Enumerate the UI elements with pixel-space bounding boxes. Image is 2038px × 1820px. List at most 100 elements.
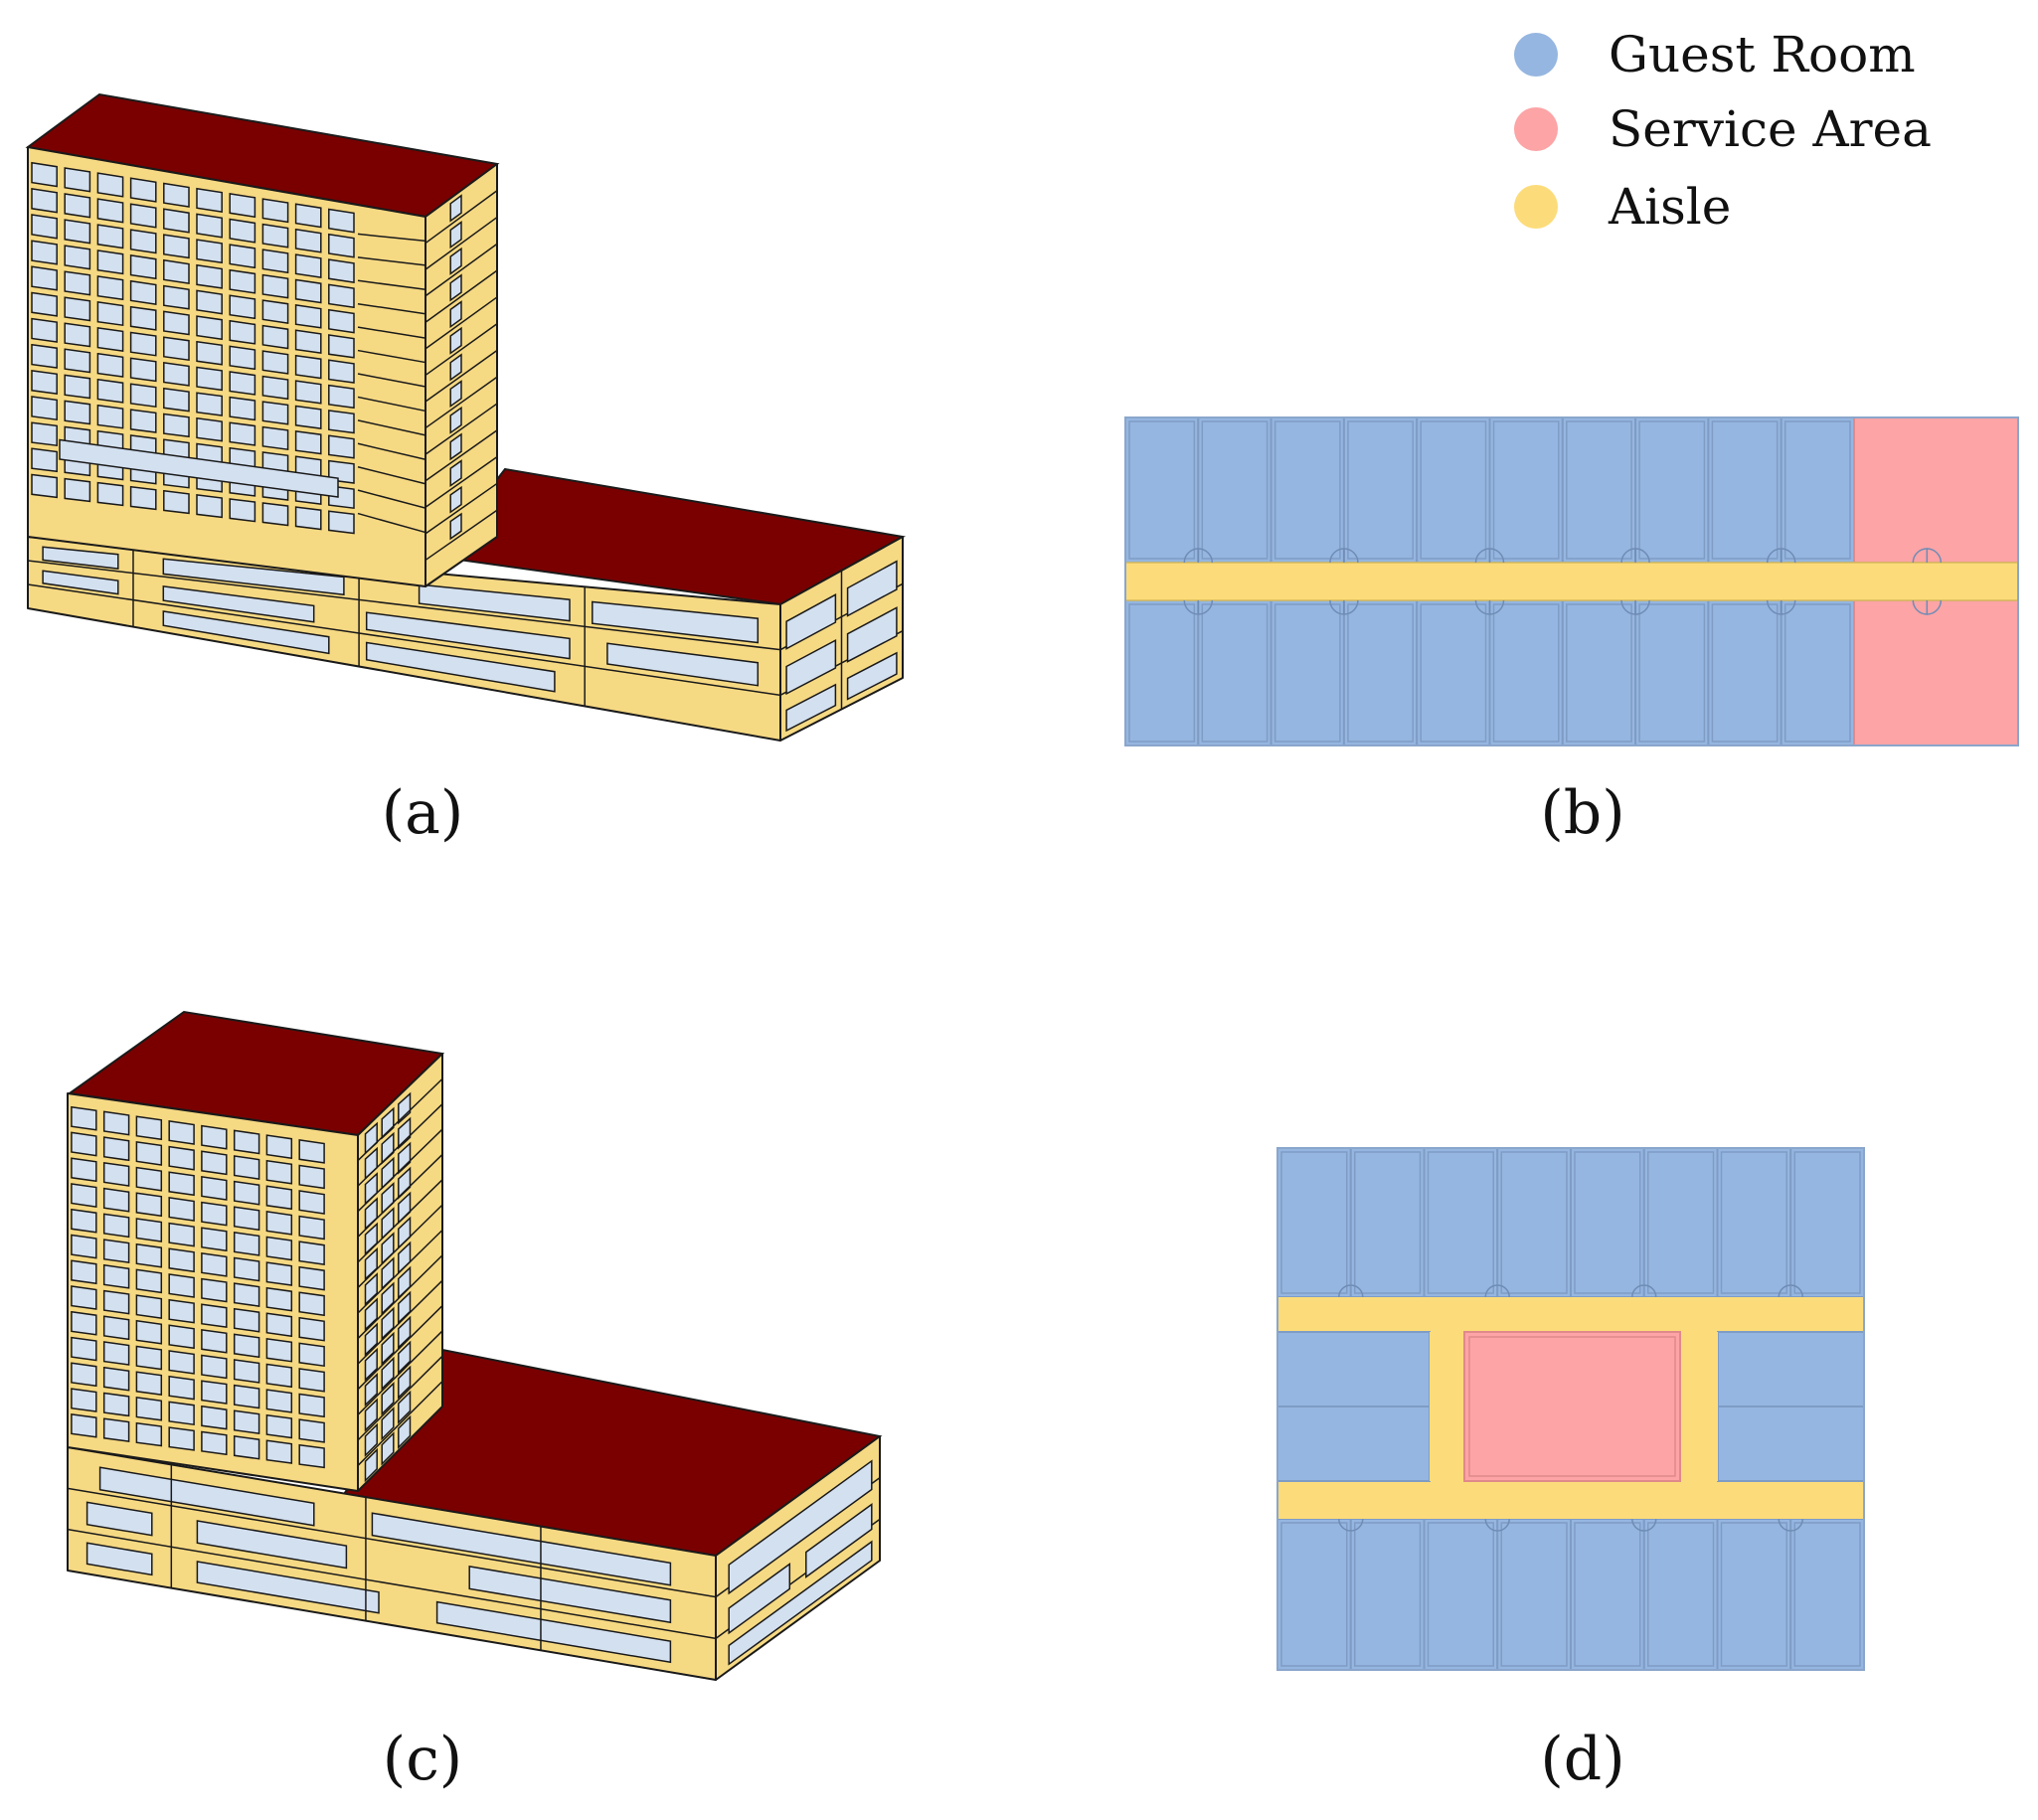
window: [31, 188, 58, 214]
room-inner-wall: [1427, 1151, 1494, 1294]
guest-room: [1634, 599, 1710, 746]
room-inner-wall: [1566, 603, 1632, 743]
window: [265, 1134, 293, 1160]
window: [71, 1388, 97, 1412]
door-swing: [1635, 599, 1650, 615]
floor-line: [357, 465, 426, 485]
legend-swatch-service-area: [1514, 107, 1558, 151]
window: [64, 245, 91, 270]
door-swing: [1643, 1284, 1657, 1298]
window: [163, 208, 190, 234]
caption-d: (d): [1540, 1725, 1624, 1794]
window: [229, 498, 256, 523]
window: [294, 430, 322, 455]
window: [233, 1307, 260, 1333]
window: [96, 327, 124, 352]
strip-window: [449, 273, 462, 302]
strip-window: [606, 642, 760, 687]
door-swing: [1620, 548, 1636, 564]
window: [201, 1405, 228, 1430]
room-inner-wall: [1574, 1151, 1641, 1294]
guest-room: [1342, 416, 1419, 564]
guest-room: [1276, 1147, 1352, 1298]
strip-window: [449, 194, 462, 223]
guest-room: [1488, 599, 1564, 746]
panel-c-3d-model: [67, 1010, 883, 1681]
caption-c: (c): [383, 1725, 462, 1794]
window: [328, 384, 355, 410]
room-inner-wall: [1354, 1151, 1422, 1294]
window: [31, 265, 58, 291]
window: [265, 1413, 293, 1439]
legend: Guest Room Service Area Aisle: [1514, 26, 1932, 236]
strip-window: [468, 1566, 672, 1624]
window: [233, 1435, 260, 1460]
service-area: [1463, 1331, 1681, 1482]
window: [102, 1341, 130, 1366]
door-swing: [1474, 599, 1491, 615]
window: [398, 1141, 412, 1175]
door-swing: [1778, 1284, 1791, 1298]
floor-line: [357, 489, 426, 509]
window: [265, 1338, 293, 1363]
window: [129, 409, 157, 433]
window: [233, 1282, 260, 1307]
window: [328, 334, 355, 359]
window: [398, 1365, 412, 1400]
strip-window: [449, 353, 462, 382]
window: [129, 203, 157, 229]
guest-room: [1496, 1518, 1572, 1671]
window: [201, 1124, 228, 1150]
panel-a-3d-model: [25, 92, 906, 742]
door-swing: [1198, 599, 1214, 615]
window: [298, 1265, 325, 1291]
window: [71, 1362, 97, 1388]
door-swing: [1643, 1518, 1657, 1532]
window: [265, 1159, 293, 1185]
room-inner-wall: [1347, 420, 1414, 560]
door-swing: [1497, 1284, 1510, 1298]
window: [261, 401, 289, 425]
window: [31, 370, 58, 395]
window: [294, 203, 322, 229]
floor-line: [357, 373, 426, 388]
window: [96, 172, 124, 198]
aisle: [1430, 1332, 1464, 1481]
floor-line: [27, 560, 781, 651]
floor-line: [357, 419, 426, 436]
strip-window: [805, 1503, 873, 1578]
window: [294, 354, 322, 380]
window: [31, 317, 58, 343]
strip-window: [449, 485, 462, 514]
room-inner-wall: [1280, 1151, 1348, 1294]
window: [196, 213, 223, 239]
window: [168, 1426, 195, 1451]
guest-room: [1416, 416, 1491, 564]
strip-window: [785, 593, 837, 650]
window: [102, 1315, 130, 1341]
strip-window: [365, 641, 556, 693]
window: [163, 284, 190, 310]
window: [168, 1222, 195, 1247]
window: [64, 348, 91, 374]
window: [129, 485, 157, 511]
floor-line: [357, 1179, 443, 1263]
window: [298, 1393, 325, 1418]
window: [96, 198, 124, 224]
service-area: [1853, 599, 2019, 746]
window: [135, 1218, 163, 1242]
window: [233, 1256, 260, 1282]
door-swing: [1350, 1518, 1364, 1532]
strip-window: [85, 1501, 153, 1537]
guest-room: [1349, 1147, 1426, 1298]
window: [71, 1183, 97, 1208]
room-inner-wall: [1638, 420, 1706, 560]
strip-window: [728, 1540, 873, 1666]
window: [229, 268, 256, 294]
window: [364, 1322, 378, 1357]
room-inner-wall: [1793, 1151, 1861, 1294]
room-inner-wall: [1566, 420, 1632, 560]
room-inner-wall: [1720, 1522, 1787, 1667]
room-inner-wall: [1201, 420, 1269, 560]
window: [168, 1145, 195, 1171]
